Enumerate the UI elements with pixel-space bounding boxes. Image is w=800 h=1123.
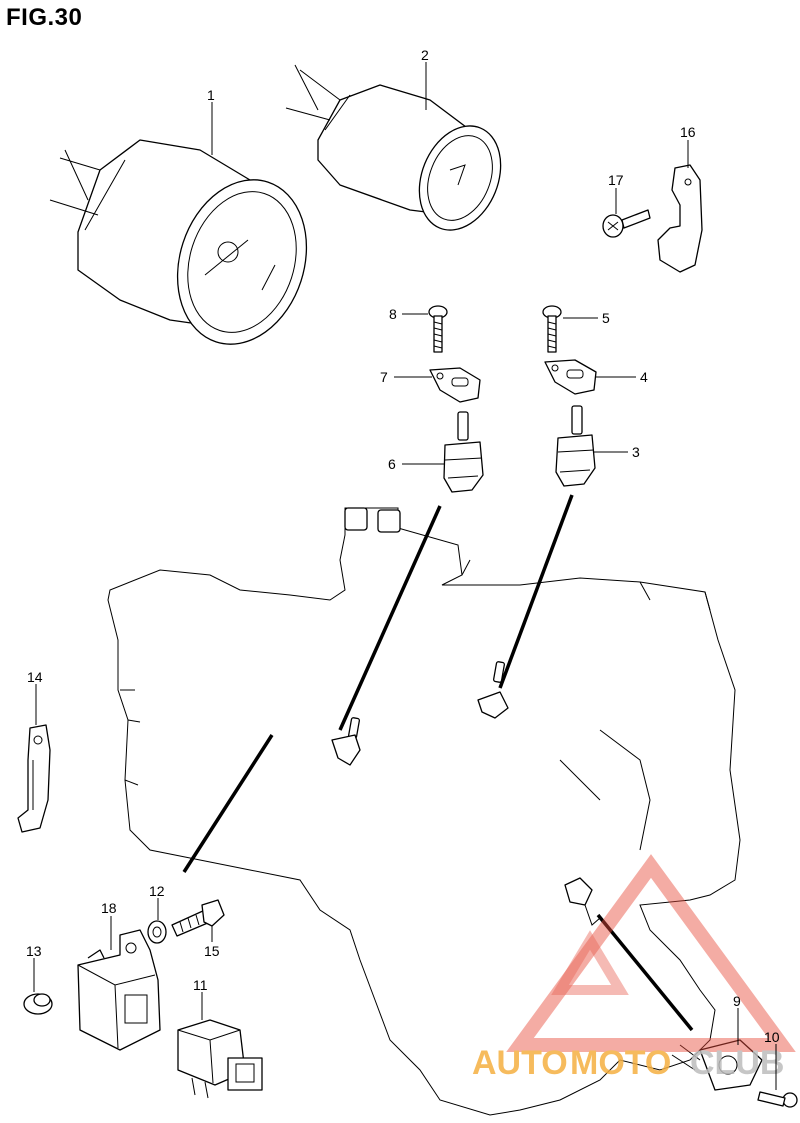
part-2-small-gauge [285, 64, 502, 231]
part-6-sensor [443, 411, 484, 493]
heavy-leader-3 [498, 494, 574, 689]
callout-4: 4 [640, 369, 648, 385]
callout-2: 2 [421, 47, 429, 63]
callout-13: 13 [26, 943, 42, 959]
heavy-leader-18 [182, 734, 274, 873]
part-4-plate [544, 359, 597, 395]
part-1-large-gauge [49, 139, 308, 345]
engine-inner-lines [120, 559, 711, 851]
part-10-screw [757, 1091, 798, 1108]
part-13-grommet [23, 993, 53, 1015]
watermark-logo: AUTO MOTO CLUB [472, 854, 796, 1082]
figure-title: FIG.30 [6, 4, 83, 31]
callout-15: 15 [204, 943, 220, 959]
part-7-plate [429, 367, 481, 403]
part-11-connector [177, 1019, 263, 1099]
callout-5: 5 [602, 310, 610, 326]
part-8-screw [428, 305, 448, 353]
callout-12: 12 [149, 883, 165, 899]
part-3-sensor [555, 405, 596, 487]
callout-17: 17 [608, 172, 624, 188]
part-12-washer-hole [152, 926, 162, 938]
installed-sensor-left [331, 717, 361, 766]
callout-9: 9 [733, 993, 741, 1009]
part-9-sensor [671, 1039, 763, 1091]
watermark-text-club: CLUB [690, 1044, 784, 1082]
callout-7: 7 [380, 369, 388, 385]
watermark-text-auto: AUTO [472, 1044, 568, 1082]
callout-16: 16 [680, 124, 696, 140]
watermark-text-moto: MOTO [570, 1044, 671, 1082]
part-15-bolt [171, 899, 225, 937]
part-12-washer [147, 920, 167, 944]
callout-14: 14 [27, 669, 43, 685]
engine-boss-left [344, 507, 368, 531]
part-16-clip [657, 164, 703, 273]
heavy-leader-6 [338, 505, 442, 731]
callout-6: 6 [388, 456, 396, 472]
engine-boss-right [377, 509, 401, 533]
part-5-screw [542, 305, 562, 353]
callout-11: 11 [193, 977, 208, 993]
callout-10: 10 [764, 1029, 780, 1045]
callout-3: 3 [632, 444, 640, 460]
callout-8: 8 [389, 306, 397, 322]
installed-connector [564, 877, 601, 926]
watermark-triangle-inner [551, 930, 629, 995]
callout-18: 18 [101, 900, 117, 916]
part-14-bracket [17, 724, 51, 833]
callout-1: 1 [207, 87, 215, 103]
part-18-block [77, 929, 161, 1051]
installed-sensor-right [477, 661, 509, 719]
part-17-screw [602, 209, 651, 238]
heavy-leader-9 [596, 913, 694, 1032]
watermark-triangle-outer [506, 854, 796, 1052]
